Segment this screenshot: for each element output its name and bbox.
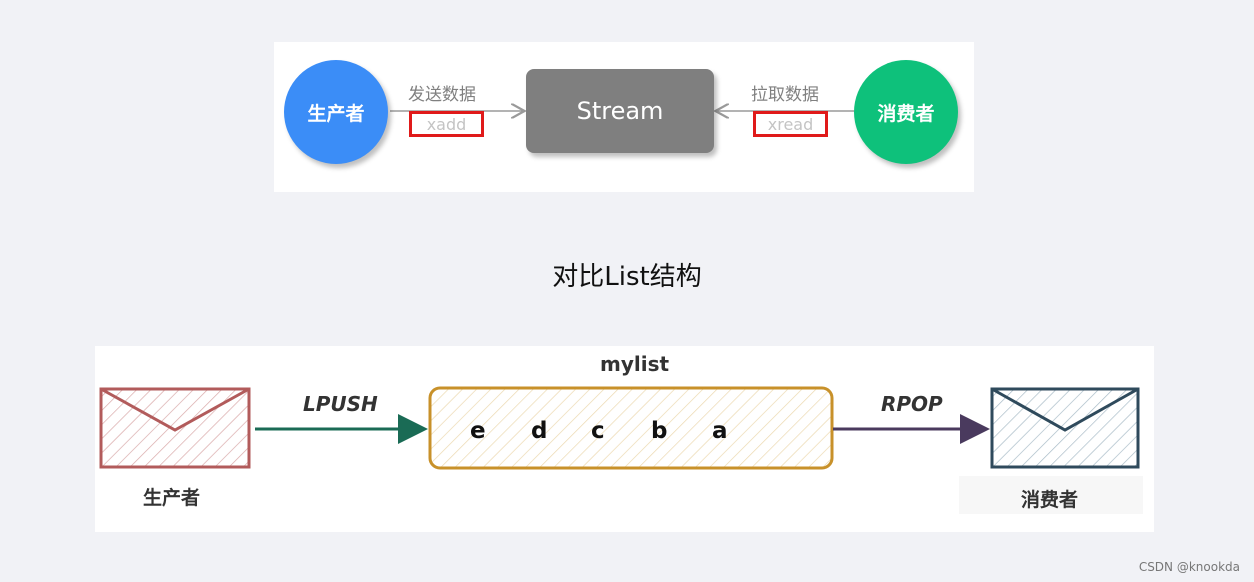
list-consumer-label: 消费者 bbox=[1021, 489, 1079, 511]
stream-node: Stream bbox=[526, 69, 714, 153]
list-name-label: mylist bbox=[600, 352, 670, 376]
watermark: CSDN @knookda bbox=[1138, 560, 1240, 574]
list-diagram-graphics bbox=[99, 386, 1140, 470]
send-data-label: 发送数据 bbox=[408, 85, 476, 105]
consumer-label-background bbox=[959, 476, 1143, 514]
producer-envelope-icon bbox=[99, 387, 251, 469]
list-element: e bbox=[470, 418, 486, 444]
pull-data-label: 拉取数据 bbox=[751, 85, 819, 105]
list-diagram-panel: mylist LPUSH RPOP e d c b a 生产者 消费者 bbox=[95, 346, 1154, 532]
list-producer-label: 生产者 bbox=[143, 487, 201, 509]
list-box bbox=[428, 386, 834, 470]
list-element: c bbox=[591, 418, 605, 444]
producer-node: 生产者 bbox=[284, 60, 388, 164]
consumer-node: 消费者 bbox=[854, 60, 958, 164]
list-element: b bbox=[651, 418, 668, 444]
rpop-label: RPOP bbox=[881, 392, 943, 416]
list-element: d bbox=[531, 418, 548, 444]
xadd-command-box: xadd bbox=[409, 111, 484, 137]
stream-diagram-panel: 生产者 Stream 消费者 发送数据 xadd 拉取数据 xread bbox=[274, 42, 974, 192]
compare-title: 对比List结构 bbox=[552, 262, 702, 292]
consumer-envelope-icon bbox=[990, 387, 1140, 469]
list-element: a bbox=[712, 418, 728, 444]
xread-command-box: xread bbox=[753, 111, 828, 137]
lpush-label: LPUSH bbox=[303, 392, 378, 416]
